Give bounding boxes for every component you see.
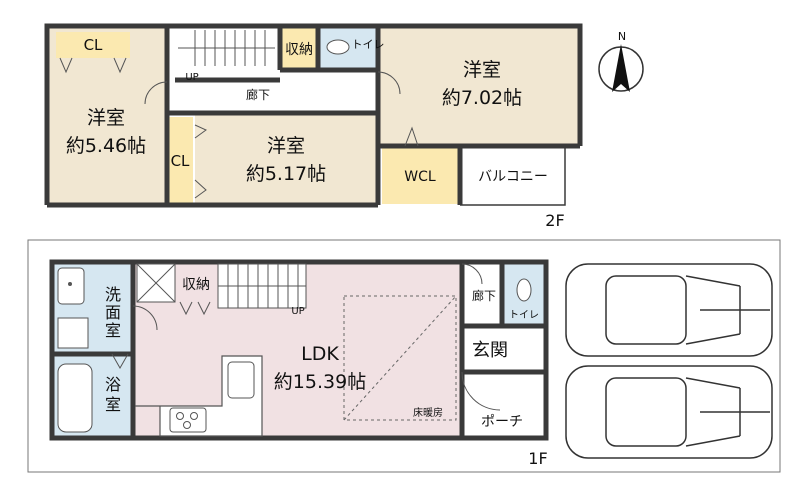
storage-2f	[280, 28, 318, 68]
lot-boundary	[27, 239, 781, 473]
room-east-size: 約7.02帖	[442, 87, 522, 109]
corridor-2f-label: 廊下	[246, 87, 270, 102]
washroom-label-3: 室	[105, 321, 121, 340]
walls-1f	[49, 259, 549, 441]
washbasin-icon	[57, 267, 85, 305]
washroom-label-1: 洗	[105, 285, 121, 304]
walls-2f	[44, 23, 583, 208]
bathtub-icon	[57, 363, 93, 433]
room-mid-2f	[195, 115, 378, 205]
floor-heating-area	[343, 295, 457, 421]
floor-1-label: 1F	[528, 449, 547, 468]
toilet-2f-label: トイレ	[352, 38, 385, 51]
balcony-rail	[460, 146, 566, 206]
compass-icon: N	[598, 30, 644, 92]
doors-1f	[111, 263, 501, 411]
washer-icon	[57, 317, 89, 349]
room-mid-size: 約5.17帖	[246, 163, 326, 185]
balcony-2f	[463, 146, 565, 204]
floor-heating-label: 床暖房	[413, 406, 443, 419]
doors-2f	[59, 57, 419, 199]
kitchen-counter	[135, 355, 263, 437]
room-mid-name: 洋室	[267, 135, 305, 157]
washroom-label-2: 面	[105, 303, 121, 322]
room-east-name: 洋室	[463, 59, 501, 81]
wcl-label: WCL	[404, 169, 436, 185]
floor-2	[44, 23, 583, 208]
corridor-1f-label: 廊下	[472, 288, 496, 303]
toilet-bowl-2f	[326, 39, 350, 55]
compass-label: N	[618, 30, 626, 43]
floor-2-label: 2F	[545, 211, 564, 230]
pantry-box	[136, 263, 176, 303]
balcony-label: バルコニー	[478, 169, 548, 185]
ldk-name: LDK	[301, 343, 339, 365]
closet-top-2f	[56, 32, 130, 58]
wcl-2f	[382, 146, 458, 204]
stair-up-1f: UP	[291, 306, 304, 317]
floor-1	[49, 259, 549, 441]
stairs-2f	[178, 30, 275, 66]
storage-2f-label: 収納	[285, 42, 313, 58]
porch-label: ポーチ	[481, 414, 523, 430]
room-east-2f	[380, 28, 580, 146]
bath-label-1: 浴	[105, 375, 121, 394]
room-west-name: 洋室	[87, 107, 125, 129]
closet-mid-2f	[167, 117, 193, 203]
toilet-bowl-1f	[516, 278, 532, 302]
sink-icon	[227, 361, 255, 399]
car-icon-bottom	[565, 365, 773, 459]
storage-1f-label: 収納	[182, 277, 210, 293]
room-west-size: 約5.46帖	[66, 135, 146, 157]
bath-label-2: 室	[105, 395, 121, 414]
ldk-size: 約15.39帖	[274, 371, 366, 393]
entrance-label: 玄関	[472, 340, 508, 361]
car-icon-top	[565, 263, 773, 357]
cl-mid-label: CL	[171, 152, 190, 170]
stairs-1f	[217, 263, 307, 309]
toilet-1f-label: トイレ	[509, 310, 539, 321]
cl-top-label: CL	[84, 36, 103, 54]
stair-up-2f: UP	[185, 72, 198, 83]
